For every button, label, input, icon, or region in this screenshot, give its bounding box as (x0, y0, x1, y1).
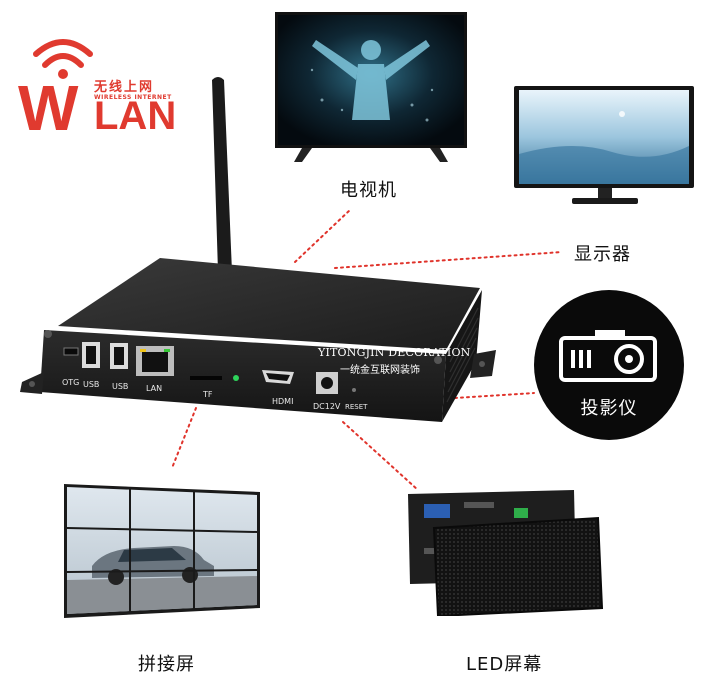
screw-icon (44, 330, 52, 338)
reset-button (352, 388, 356, 392)
port-label-usb2: USB (112, 382, 129, 391)
led-screen-image (408, 490, 604, 616)
watermark-subtitle: 一统金互联网装饰 (340, 365, 420, 376)
line-to-projector (454, 392, 535, 399)
line-to-tv (294, 209, 351, 263)
power-led (233, 375, 239, 381)
antenna (212, 77, 232, 272)
port-label-reset: RESET (345, 403, 368, 411)
label-led-screen: LED屏幕 (466, 654, 543, 675)
port-label-hdmi: HDMI (272, 397, 294, 406)
label-splice-screen: 拼接屏 (138, 654, 195, 675)
splice-screen-image (64, 484, 260, 618)
label-projector: 投影仪 (580, 398, 638, 419)
watermark: YITONGJIN DECORATION 一统金互联网装饰 (318, 346, 470, 378)
screw-icon (434, 356, 442, 364)
label-monitor: 显示器 (574, 244, 631, 265)
otg-port (63, 347, 79, 356)
wlan-w: W (18, 72, 79, 144)
monitor-image (514, 86, 694, 204)
tf-slot (190, 376, 222, 380)
line-to-led (342, 421, 419, 491)
watermark-title: YITONGJIN DECORATION (318, 346, 471, 359)
projector-circle: 投影仪 (534, 290, 684, 440)
wlan-logo: W LAN 无线上网 WIRELESS INTERNET (18, 32, 188, 142)
projector-icon (559, 330, 657, 382)
port-label-dc: DC12V (313, 402, 341, 411)
wifi-signal-icon (33, 39, 93, 79)
port-label-otg: OTG (62, 378, 80, 387)
media-player-device (20, 77, 496, 422)
port-label-usb1: USB (83, 380, 100, 389)
tv-image (275, 12, 467, 162)
wlan-english: WIRELESS INTERNET (94, 94, 172, 101)
port-label-tf: TF (203, 390, 213, 399)
label-tv: 电视机 (340, 180, 397, 201)
line-to-monitor (334, 251, 563, 269)
wlan-chinese: 无线上网 (94, 80, 155, 95)
wlan-lan: LAN (94, 94, 177, 138)
line-to-splice (171, 407, 197, 469)
port-label-lan: LAN (146, 384, 163, 393)
